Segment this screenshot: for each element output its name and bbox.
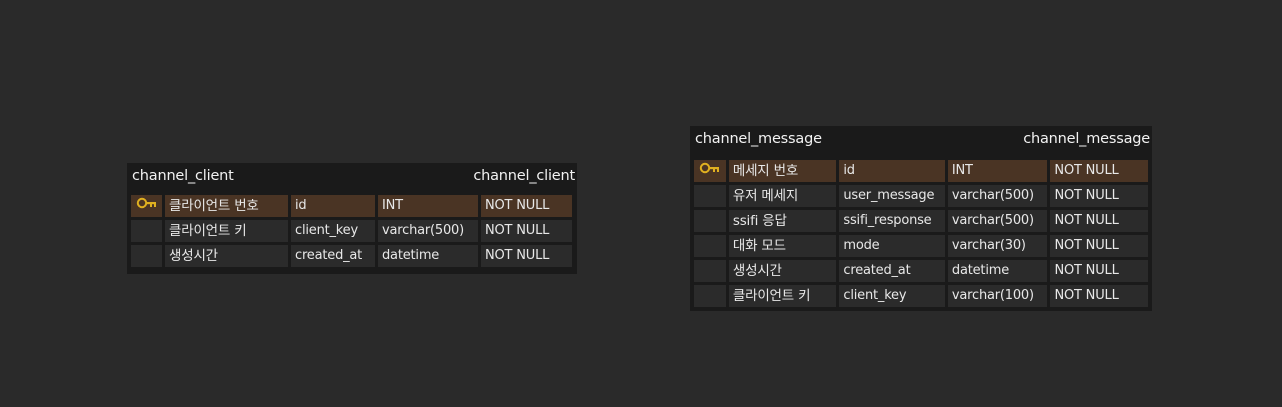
column-physical-name: ssifi_response <box>839 210 945 232</box>
column-logical-name: 대화 모드 <box>728 235 837 257</box>
column-logical-name: 클라이언트 키 <box>165 220 288 242</box>
column-row[interactable]: 클라이언트 키 client_key varchar(100) NOT NULL <box>694 285 1149 307</box>
column-row[interactable]: 유저 메세지 user_message varchar(500) NOT NUL… <box>694 185 1149 207</box>
pk-marker <box>694 235 726 257</box>
column-row[interactable]: 메세지 번호 id INT NOT NULL <box>694 160 1148 182</box>
pk-marker <box>131 195 162 217</box>
column-physical-name: client_key <box>839 285 945 307</box>
column-type: datetime <box>378 245 478 267</box>
column-nullable: NOT NULL <box>481 195 572 217</box>
column-nullable: NOT NULL <box>1050 285 1149 307</box>
column-physical-name: client_key <box>291 220 375 242</box>
pk-marker <box>694 210 726 232</box>
entity-channel-client[interactable]: channel_client channel_client 클라이언트 번호 <box>127 163 577 274</box>
column-physical-name: id <box>839 160 945 182</box>
column-type: varchar(500) <box>947 210 1048 232</box>
column-list: 메세지 번호 id INT NOT NULL 유저 메세지 user_messa… <box>690 152 1152 311</box>
column-row[interactable]: ssifi 응답 ssifi_response varchar(500) NOT… <box>694 210 1149 232</box>
column-type: varchar(100) <box>947 285 1048 307</box>
column-logical-name: 클라이언트 번호 <box>165 195 288 217</box>
column-logical-name: ssifi 응답 <box>728 210 837 232</box>
column-logical-name: 생성시간 <box>728 260 837 282</box>
column-nullable: NOT NULL <box>1050 160 1148 182</box>
column-logical-name: 메세지 번호 <box>728 160 837 182</box>
entity-physical-name: channel_client <box>473 168 575 184</box>
column-type: varchar(500) <box>378 220 478 242</box>
pk-marker <box>694 160 726 182</box>
column-nullable: NOT NULL <box>481 245 572 267</box>
column-logical-name: 유저 메세지 <box>728 185 837 207</box>
column-nullable: NOT NULL <box>1050 210 1149 232</box>
column-type: varchar(30) <box>947 235 1048 257</box>
column-row[interactable]: 대화 모드 mode varchar(30) NOT NULL <box>694 235 1149 257</box>
entity-physical-name: channel_message <box>1023 131 1150 147</box>
column-row[interactable]: 생성시간 created_at datetime NOT NULL <box>694 260 1149 282</box>
column-row[interactable]: 생성시간 created_at datetime NOT NULL <box>131 245 573 267</box>
pk-marker <box>694 285 726 307</box>
entity-name: channel_client <box>132 168 234 184</box>
column-physical-name: user_message <box>839 185 945 207</box>
entity-header[interactable]: channel_message channel_message <box>690 126 1152 152</box>
column-type: varchar(500) <box>947 185 1048 207</box>
pk-marker <box>694 185 726 207</box>
column-physical-name: id <box>291 195 375 217</box>
column-row[interactable]: 클라이언트 키 client_key varchar(500) NOT NULL <box>131 220 573 242</box>
key-icon <box>699 160 721 182</box>
column-type: INT <box>378 195 478 217</box>
column-nullable: NOT NULL <box>481 220 572 242</box>
pk-marker <box>694 260 726 282</box>
column-logical-name: 클라이언트 키 <box>728 285 837 307</box>
pk-marker <box>131 245 162 267</box>
entity-header[interactable]: channel_client channel_client <box>127 163 577 189</box>
column-type: datetime <box>947 260 1048 282</box>
entity-name: channel_message <box>695 131 822 147</box>
column-nullable: NOT NULL <box>1050 260 1149 282</box>
column-nullable: NOT NULL <box>1050 185 1149 207</box>
key-icon <box>136 195 158 217</box>
column-list: 클라이언트 번호 id INT NOT NULL 클라이언트 키 client_… <box>127 189 577 274</box>
pk-marker <box>131 220 162 242</box>
entity-channel-message[interactable]: channel_message channel_message 메세지 번호 <box>690 126 1152 311</box>
column-row[interactable]: 클라이언트 번호 id INT NOT NULL <box>131 195 573 217</box>
column-type: INT <box>947 160 1048 182</box>
column-logical-name: 생성시간 <box>165 245 288 267</box>
column-physical-name: created_at <box>291 245 375 267</box>
column-physical-name: mode <box>839 235 945 257</box>
column-physical-name: created_at <box>839 260 945 282</box>
column-nullable: NOT NULL <box>1050 235 1149 257</box>
